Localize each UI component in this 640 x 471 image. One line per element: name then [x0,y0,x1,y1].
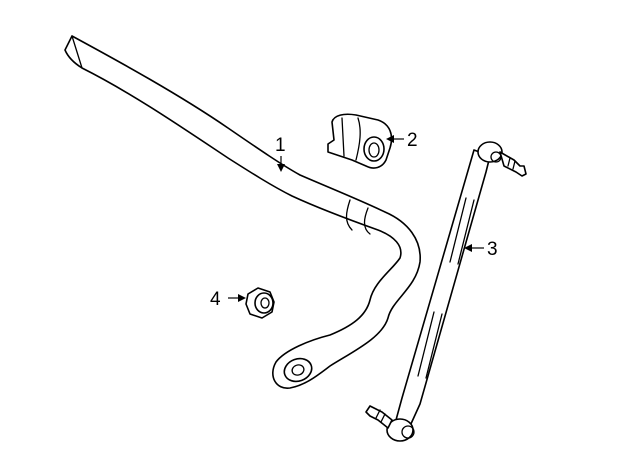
callout-1-number: 1 [275,135,286,156]
link-upper-ball-joint [477,141,503,163]
callout-4-arrowhead [238,294,246,302]
stabilizer-bar-end-eye [283,357,313,383]
link-lower-ball-socket [401,425,415,439]
callout-2-number: 2 [407,130,418,151]
nut [245,287,275,319]
callout-2: 2 [386,130,418,151]
callout-3: 3 [464,239,498,260]
link-upper-stud-thread [507,157,516,170]
stabilizer-bar [64,35,421,389]
link-rod [395,149,491,427]
stabilizer-bar-end-hole [291,364,305,376]
callout-2-arrowhead [386,135,394,143]
callout-1-arrowhead [277,164,285,172]
stabilizer-bar-bend-line [71,35,83,69]
stabilizer-link [365,141,527,442]
nut-hole [260,297,270,309]
callout-3-number: 3 [487,239,498,260]
stabilizer-bar-bushing-mark [345,199,353,231]
link-lower-stud-thread [375,409,386,423]
bushing [327,113,393,169]
link-upper-stud [499,151,527,177]
callout-3-arrowhead [464,244,472,252]
stabilizer-bar-bushing-mark-2 [363,207,371,235]
bushing-hole-outer [363,136,385,162]
link-rod-groove-lower [417,311,443,379]
callout-4-number: 4 [210,289,221,310]
bushing-hole-inner [368,142,380,158]
link-rod-groove-upper [449,197,475,265]
nut-face [254,292,274,314]
stabilizer-bar-body [64,35,421,389]
callout-1: 1 [275,135,286,172]
bushing-split-line [355,117,361,161]
link-lower-stud [365,405,393,429]
bushing-flange-line [341,117,345,157]
callout-4: 4 [210,289,246,310]
